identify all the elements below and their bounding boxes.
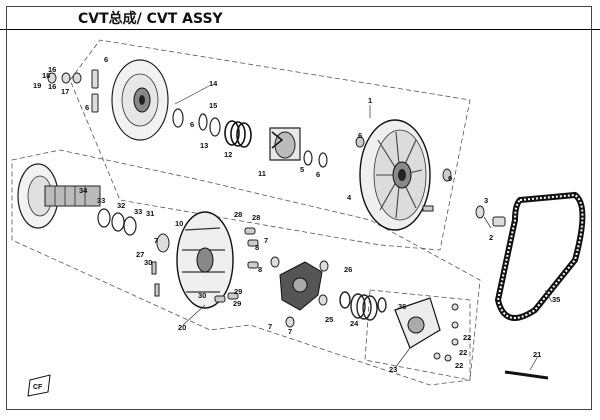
- callout: 28: [234, 210, 242, 219]
- sheave-part-14: [111, 59, 169, 141]
- callout: 1: [368, 96, 372, 105]
- callout: 22: [463, 333, 471, 342]
- callout: 30: [144, 258, 152, 267]
- callout: 7: [264, 236, 268, 245]
- drive-pulley-body: [156, 211, 234, 309]
- bolt-part-2-3: [475, 205, 506, 227]
- callout: 3: [484, 196, 488, 205]
- spring-part-12: [224, 120, 252, 148]
- callout: 12: [224, 150, 232, 159]
- callout: 7: [154, 236, 158, 245]
- callout: 7: [268, 322, 272, 331]
- callout: 5: [300, 165, 304, 174]
- drive-sheave-part-34: [17, 163, 101, 229]
- cam-part-11: [269, 127, 301, 161]
- callout: 21: [533, 350, 541, 359]
- rollers-part-28-30: [151, 227, 259, 303]
- callout: 30: [198, 291, 206, 300]
- belt-part-35: [494, 191, 586, 321]
- rings-part-13-15: [172, 108, 221, 137]
- callout: 32: [117, 201, 125, 210]
- callout: 36: [398, 302, 406, 311]
- callout: 6: [85, 103, 89, 112]
- callout: 16: [48, 65, 56, 74]
- callout: 6: [358, 131, 362, 140]
- callout: 4: [347, 193, 352, 202]
- fittings-part-6-9: [355, 136, 452, 212]
- callout: 13: [200, 141, 208, 150]
- callout: 19: [33, 81, 41, 90]
- callout: 6: [104, 55, 108, 64]
- callout: 18: [42, 71, 50, 80]
- callout: 9: [448, 174, 452, 183]
- callout: 8: [258, 265, 262, 274]
- leader-lines: [174, 85, 553, 371]
- callout: 33: [134, 207, 142, 216]
- callout: 22: [459, 348, 467, 357]
- callout: 11: [258, 169, 266, 178]
- callout: 26: [344, 265, 352, 274]
- callout-labels: 1 2 3 4 5 6 6 6 6 6 7 7 7 7 8 8 9 10 11 …: [33, 55, 560, 374]
- pin-part-21: [504, 370, 549, 380]
- rings-part-31-33: [97, 208, 137, 236]
- callout: 20: [178, 323, 186, 332]
- callout: 15: [209, 101, 217, 110]
- callout: 29: [234, 287, 242, 296]
- callout: 8: [255, 243, 259, 252]
- spider-part-26: [270, 256, 329, 328]
- logo-text: CF: [33, 384, 43, 391]
- callout: 33: [97, 196, 105, 205]
- cover-plate-part-23: [394, 297, 459, 362]
- rings-part-5-6: [303, 150, 328, 168]
- callout: 22: [455, 361, 463, 370]
- title-bar: CVT总成/ CVT ASSY: [0, 0, 600, 30]
- callout: 35: [552, 295, 560, 304]
- callout: 27: [136, 250, 144, 259]
- washers-part-16-19: [47, 69, 99, 113]
- callout: 25: [325, 315, 333, 324]
- callout: 34: [79, 186, 88, 195]
- page-title: CVT总成/ CVT ASSY: [78, 11, 223, 27]
- callout: 7: [288, 327, 292, 336]
- group-outline-cover: [364, 289, 471, 381]
- callout: 17: [61, 87, 69, 96]
- callout: 6: [316, 170, 320, 179]
- callout: 23: [389, 365, 397, 374]
- driven-housing-part-4: [359, 119, 431, 231]
- callout: 29: [233, 299, 241, 308]
- clutch-parts-24-25-36: [339, 291, 387, 321]
- callout: 2: [489, 233, 493, 242]
- group-outline-driven-pulley: [69, 39, 471, 251]
- callout: 24: [350, 319, 359, 328]
- callout: 6: [190, 120, 194, 129]
- callout: 16: [48, 82, 56, 91]
- callout: 28: [252, 213, 260, 222]
- callout: 31: [146, 209, 154, 218]
- callout: 14: [209, 79, 218, 88]
- brand-logo: CF: [27, 374, 51, 397]
- callout: 10: [175, 219, 183, 228]
